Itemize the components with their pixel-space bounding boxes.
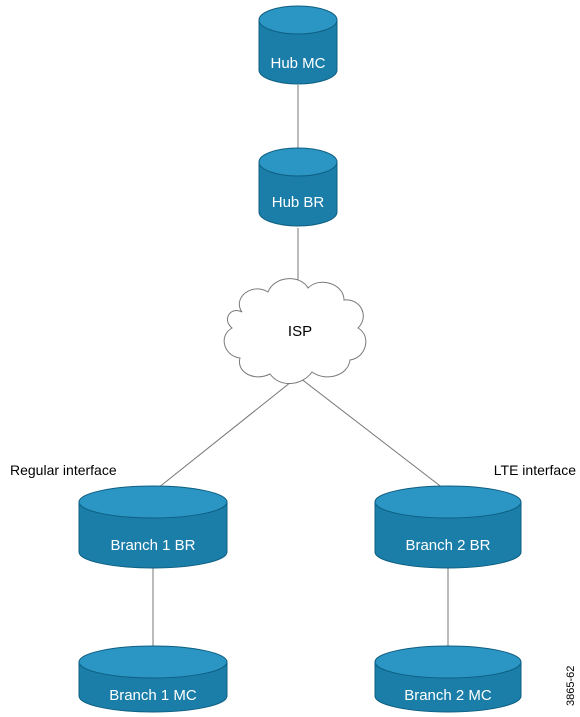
branch2-mc-node: Branch 2 MC <box>374 645 522 713</box>
branch1-br-label: Branch 1 BR <box>110 537 195 554</box>
hub-br-label: Hub BR <box>272 194 325 211</box>
hub-mc-node: Hub MC <box>258 5 338 85</box>
links <box>152 85 449 650</box>
branch1-mc-node: Branch 1 MC <box>78 645 228 713</box>
hub-br-node: Hub BR <box>258 147 338 227</box>
branch1-br-node: Branch 1 BR <box>78 485 228 569</box>
link-isp-branch2br <box>299 377 449 493</box>
branch2-br-label: Branch 2 BR <box>405 537 490 554</box>
branch2-mc-label: Branch 2 MC <box>404 687 492 704</box>
hub-mc-label: Hub MC <box>270 55 325 72</box>
branch1-mc-label: Branch 1 MC <box>109 687 197 704</box>
regular-interface-label: Regular interface <box>10 462 117 478</box>
lte-interface-label: LTE interface <box>494 462 576 478</box>
figure-id: 3865-62 <box>565 666 577 706</box>
branch2-br-node: Branch 2 BR <box>374 485 522 569</box>
link-isp-branch1br <box>152 377 297 493</box>
isp-label: ISP <box>288 323 312 340</box>
isp-cloud: ISP <box>223 278 367 384</box>
